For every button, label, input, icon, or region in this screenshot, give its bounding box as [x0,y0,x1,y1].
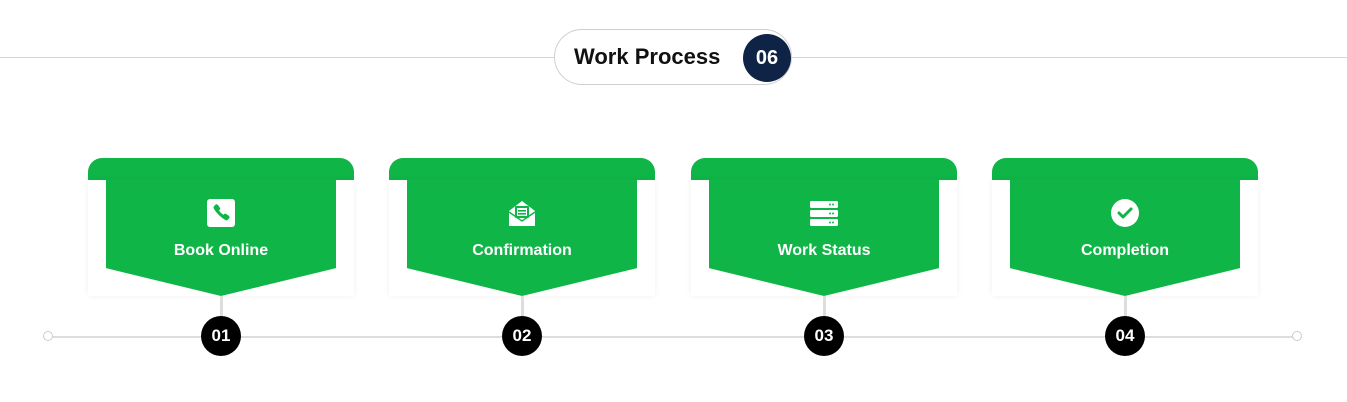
step-banner: Completion [1010,180,1240,296]
process-step-confirmation: Confirmation 02 [389,158,655,358]
step-connector [220,296,223,320]
step-label: Confirmation [472,242,572,259]
step-number: 02 [502,316,542,356]
process-step-book-online: Book Online 01 [88,158,354,358]
server-icon [810,201,838,226]
step-tab [691,158,957,180]
section-title: Work Process [574,44,721,69]
check-circle-icon [1111,199,1139,227]
step-connector [521,296,524,320]
step-banner: Confirmation [407,180,637,296]
process-step-work-status: Work Status 03 [691,158,957,358]
step-number: 01 [201,316,241,356]
step-banner: Book Online [106,180,336,296]
timeline-end-dot [1292,331,1302,341]
timeline-start-dot [43,331,53,341]
timeline-track [53,336,1293,338]
step-label: Work Status [777,242,871,259]
envelope-open-icon [508,201,536,226]
step-number: 04 [1105,316,1145,356]
step-tab [992,158,1258,180]
phone-icon [207,199,235,227]
process-step-completion: Completion 04 [992,158,1258,358]
step-number: 03 [804,316,844,356]
step-connector [823,296,826,320]
step-label: Book Online [173,242,269,259]
section-title-pill: Work Process 06 [554,29,792,85]
step-connector [1124,296,1127,320]
step-tab [88,158,354,180]
step-tab [389,158,655,180]
section-number-badge: 06 [743,34,791,82]
step-label: Completion [1081,242,1169,259]
step-banner: Work Status [709,180,939,296]
